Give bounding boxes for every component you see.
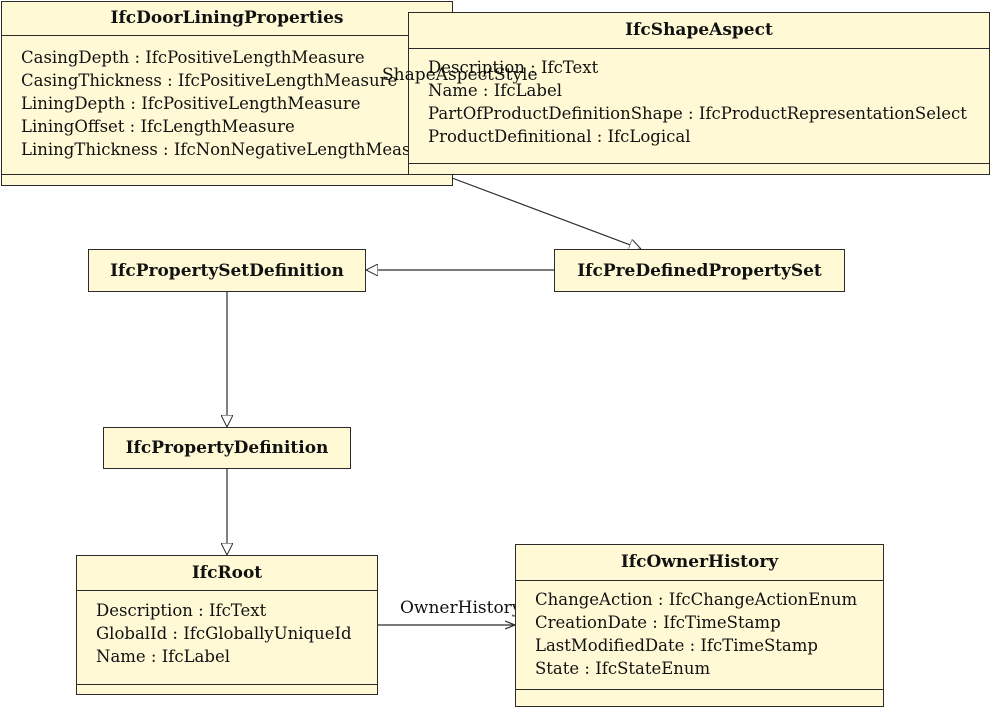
attribute: CasingThickness : IfcPositiveLengthMeasu… xyxy=(21,71,398,90)
relation-label-shapeaspectstyle: ShapeAspectStyle xyxy=(382,65,538,85)
attribute: PartOfProductDefinitionShape : IfcProduc… xyxy=(428,104,967,123)
edge-doorlining-to-predefined xyxy=(451,177,641,249)
class-title: IfcRoot xyxy=(191,563,263,583)
attribute: CasingDepth : IfcPositiveLengthMeasure xyxy=(21,48,365,67)
class-ifcpropertydefinition[interactable]: IfcPropertyDefinition xyxy=(103,427,351,469)
attribute-list: Description : IfcText GlobalId : IfcGlob… xyxy=(77,592,377,685)
class-title: IfcPropertyDefinition xyxy=(125,438,329,458)
attribute: Name : IfcLabel xyxy=(428,81,562,100)
class-ifcshapeaspect[interactable]: IfcShapeAspect Description : IfcText Nam… xyxy=(408,12,990,175)
class-title: IfcPropertySetDefinition xyxy=(110,260,344,281)
attribute: LiningOffset : IfcLengthMeasure xyxy=(21,117,295,136)
attribute: Name : IfcLabel xyxy=(96,647,230,666)
attribute: LastModifiedDate : IfcTimeStamp xyxy=(535,636,818,655)
attribute: ChangeAction : IfcChangeActionEnum xyxy=(535,590,858,609)
attribute: GlobalId : IfcGloballyUniqueId xyxy=(96,624,352,643)
attribute: Description : IfcText xyxy=(96,601,267,620)
class-title: IfcDoorLiningProperties xyxy=(110,8,344,28)
class-title: IfcShapeAspect xyxy=(625,20,773,40)
attribute-list: CasingDepth : IfcPositiveLengthMeasure C… xyxy=(2,39,452,175)
class-ifcpropertysetdefinition[interactable]: IfcPropertySetDefinition xyxy=(88,249,366,292)
attribute: ProductDefinitional : IfcLogical xyxy=(428,127,691,146)
class-title: IfcOwnerHistory xyxy=(620,552,779,572)
attribute: LiningThickness : IfcNonNegativeLengthMe… xyxy=(21,140,439,159)
class-ifcownerhistory[interactable]: IfcOwnerHistory ChangeAction : IfcChange… xyxy=(515,544,884,707)
attribute: LiningDepth : IfcPositiveLengthMeasure xyxy=(21,94,361,113)
class-ifcpredefinedpropertyset[interactable]: IfcPreDefinedPropertySet xyxy=(554,249,845,292)
class-ifcroot[interactable]: IfcRoot Description : IfcText GlobalId :… xyxy=(76,555,378,695)
class-ifcdoorliningproperties[interactable]: IfcDoorLiningProperties CasingDepth : If… xyxy=(1,1,453,186)
class-title: IfcPreDefinedPropertySet xyxy=(577,260,822,281)
attribute: State : IfcStateEnum xyxy=(535,659,711,678)
attribute-list: ChangeAction : IfcChangeActionEnum Creat… xyxy=(516,582,883,690)
attribute: CreationDate : IfcTimeStamp xyxy=(535,613,781,632)
attribute-list: Description : IfcText Name : IfcLabel Pa… xyxy=(409,50,989,164)
relation-label-ownerhistory: OwnerHistory xyxy=(400,598,522,618)
attribute: Description : IfcText xyxy=(428,58,599,77)
